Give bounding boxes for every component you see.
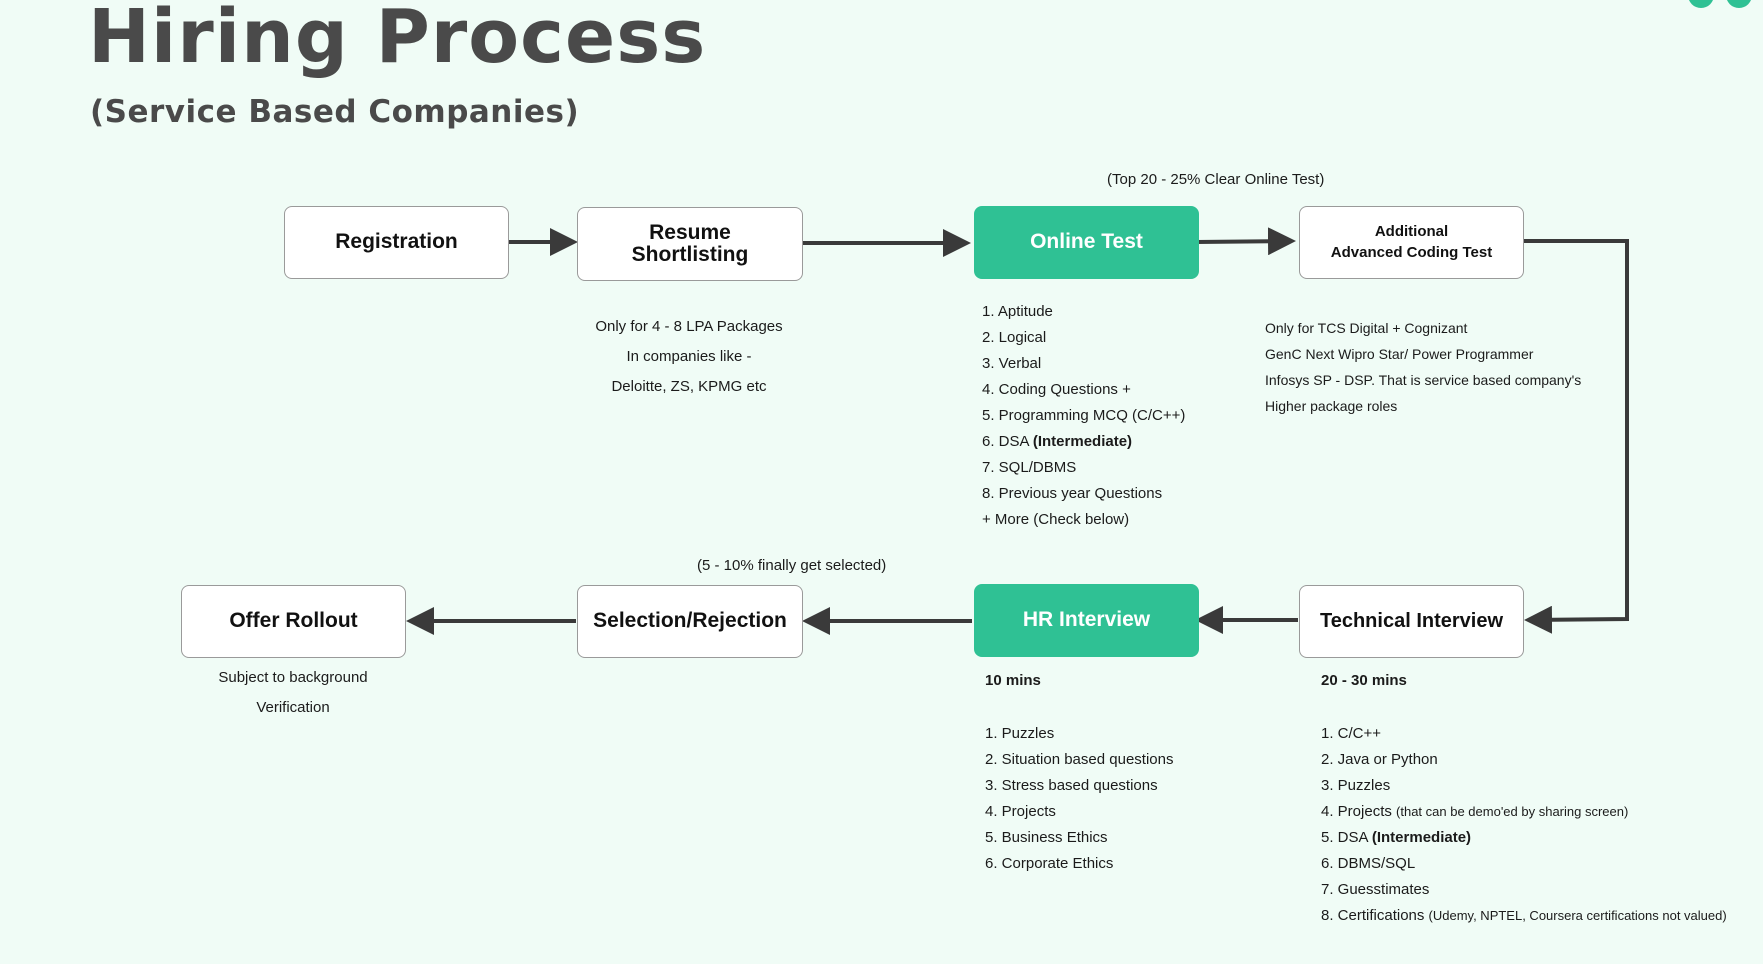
list-item-text: 4. Projects	[1321, 803, 1397, 820]
step-registration: Registration	[284, 206, 509, 279]
hr-topics: 1. Puzzles 2. Situation based questions …	[985, 721, 1173, 877]
list-item: 4. Coding Questions +	[982, 381, 1131, 398]
list-item: 7. SQL/DBMS	[982, 459, 1077, 476]
list-item: 3. Stress based questions	[985, 777, 1158, 794]
step-technical-label: Technical Interview	[1319, 610, 1504, 632]
list-item: + More (Check below)	[982, 511, 1130, 528]
step-selection-label: Selection/Rejection	[593, 609, 787, 633]
step-online-test-label: Online Test	[1030, 230, 1143, 254]
advanced-notes: Only for TCS Digital + Cognizant GenC Ne…	[1265, 315, 1581, 419]
list-item: 6. DBMS/SQL	[1321, 855, 1416, 872]
step-offer-label: Offer Rollout	[229, 609, 358, 633]
step-resume-shortlisting: Resume Shortlisting	[577, 207, 803, 281]
step-hr-label: HR Interview	[1022, 608, 1151, 632]
list-item: 6. DSA (Intermediate)	[982, 429, 1185, 455]
advanced-note: Only for TCS Digital + Cognizant	[1265, 320, 1468, 336]
resume-note: Deloitte, ZS, KPMG etc	[611, 378, 767, 395]
step-offer-rollout: Offer Rollout	[181, 585, 406, 658]
list-item: 6. Corporate Ethics	[985, 855, 1114, 872]
technical-topics: 1. C/C++ 2. Java or Python 3. Puzzles 4.…	[1321, 721, 1727, 929]
resume-note: In companies like -	[626, 348, 752, 365]
step-resume-label-line2: Shortlisting	[631, 243, 749, 266]
step-registration-label: Registration	[335, 230, 458, 254]
list-item: 4. Projects (that can be demo'ed by shar…	[1321, 799, 1727, 825]
list-item: 5. DSA (Intermediate)	[1321, 825, 1727, 851]
list-item: 3. Verbal	[982, 355, 1042, 372]
decorative-circle	[1688, 0, 1714, 8]
step-advanced-label-line2: Advanced Coding Test	[1330, 243, 1493, 261]
list-item: 8. Previous year Questions	[982, 485, 1163, 502]
list-item: 1. C/C++	[1321, 725, 1382, 742]
resume-notes: Only for 4 - 8 LPA Packages In companies…	[584, 312, 794, 402]
technical-duration: 20 - 30 mins	[1321, 672, 1407, 689]
list-item-note: (that can be demo'ed by sharing screen)	[1396, 804, 1629, 819]
step-advanced-coding-test: Additional Advanced Coding Test	[1299, 206, 1524, 279]
list-item-text: 5. DSA	[1321, 829, 1372, 846]
advanced-note: Infosys SP - DSP. That is service based …	[1265, 372, 1582, 388]
advanced-note: GenC Next Wipro Star/ Power Programmer	[1265, 346, 1534, 362]
list-item: 2. Java or Python	[1321, 751, 1438, 768]
list-item-text: 8. Certifications	[1321, 907, 1429, 924]
step-technical-interview: Technical Interview	[1299, 585, 1524, 658]
list-item-text: 6. DSA	[982, 433, 1033, 450]
list-item-emphasis: (Intermediate)	[1371, 829, 1472, 846]
resume-note: Only for 4 - 8 LPA Packages	[595, 318, 783, 335]
online-test-topics: 1. Aptitude 2. Logical 3. Verbal 4. Codi…	[982, 299, 1185, 533]
step-online-test: Online Test	[974, 206, 1199, 279]
list-item: 1. Puzzles	[985, 725, 1055, 742]
page-subtitle: (Service Based Companies)	[90, 94, 580, 130]
list-item-note: (Udemy, NPTEL, Coursera certifications n…	[1428, 908, 1727, 923]
step-selection-rejection: Selection/Rejection	[577, 585, 803, 658]
offer-notes: Subject to background Verification	[193, 663, 393, 723]
list-item: 7. Guesstimates	[1321, 881, 1430, 898]
hr-duration: 10 mins	[985, 672, 1041, 689]
list-item: 1. Aptitude	[982, 303, 1053, 320]
connector-advanced-to-technical	[1521, 239, 1629, 634]
arrow-online-test-to-advanced	[1195, 227, 1296, 256]
list-item: 5. Programming MCQ (C/C++)	[982, 407, 1186, 424]
list-item: 2. Logical	[982, 329, 1047, 346]
list-item-emphasis: (Intermediate)	[1032, 433, 1133, 450]
online-test-annotation: (Top 20 - 25% Clear Online Test)	[1107, 171, 1325, 188]
list-item: 4. Projects	[985, 803, 1056, 820]
offer-note: Verification	[256, 699, 330, 716]
decorative-circle	[1726, 0, 1752, 8]
list-item: 2. Situation based questions	[985, 751, 1174, 768]
list-item: 8. Certifications (Udemy, NPTEL, Courser…	[1321, 903, 1727, 929]
list-item: 3. Puzzles	[1321, 777, 1391, 794]
list-item: 5. Business Ethics	[985, 829, 1108, 846]
advanced-note: Higher package roles	[1265, 398, 1398, 414]
page-title: Hiring Process	[88, 0, 707, 80]
offer-note: Subject to background	[218, 669, 368, 686]
selection-annotation: (5 - 10% finally get selected)	[697, 557, 887, 574]
step-advanced-label-line1: Additional	[1374, 223, 1449, 241]
step-resume-label-line1: Resume	[649, 220, 731, 244]
step-hr-interview: HR Interview	[974, 584, 1199, 657]
